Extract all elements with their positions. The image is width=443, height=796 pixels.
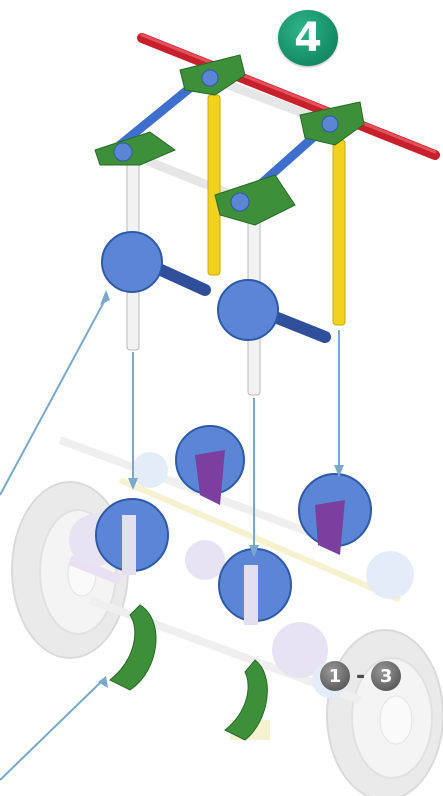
- reference-start: 1: [320, 661, 350, 691]
- reference-separator: -: [356, 664, 365, 689]
- faded-base-assembly: [12, 440, 443, 796]
- step-reference: 1 - 3: [320, 661, 401, 691]
- right-wheel: [327, 630, 443, 796]
- reference-end: 3: [371, 661, 401, 691]
- step-number-badge: 4: [278, 10, 338, 66]
- green-feet: [110, 605, 267, 740]
